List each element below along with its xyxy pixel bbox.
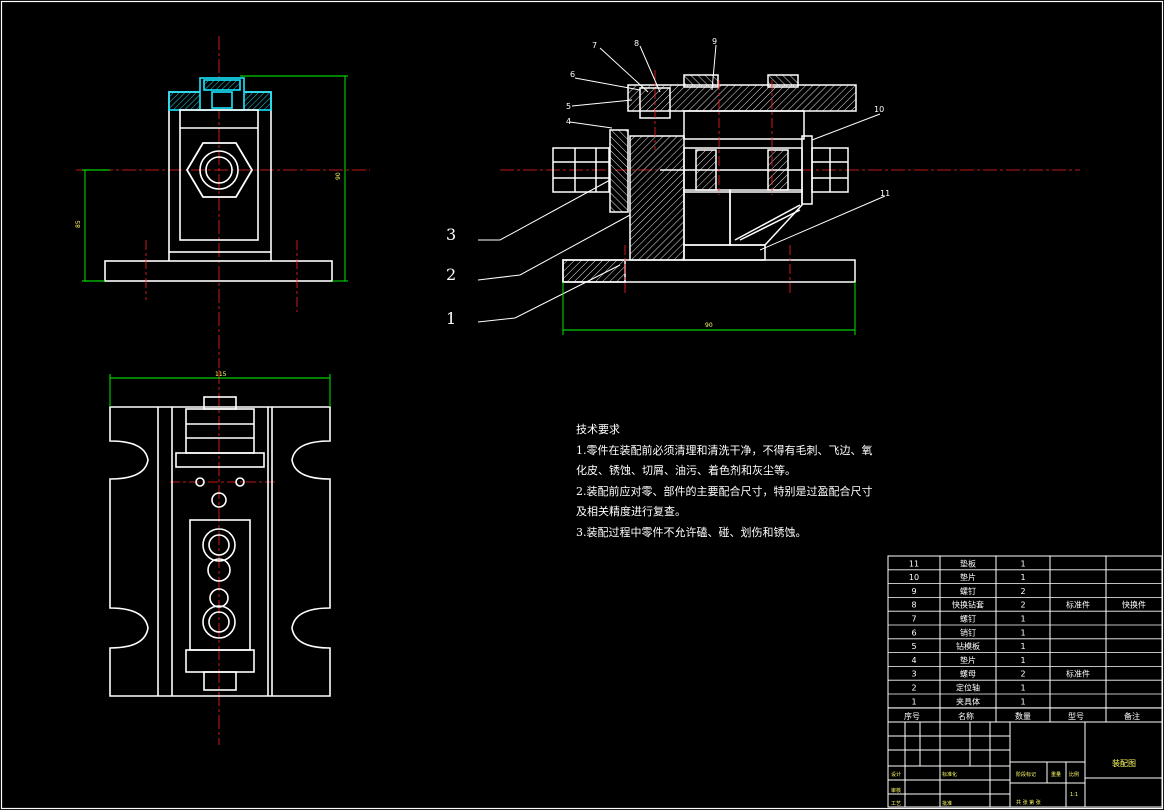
top-view (109, 370, 331, 745)
parts-cell-no: 3 (911, 670, 916, 679)
tech-title: 技术要求 (576, 423, 620, 436)
balloon-6: 6 (570, 70, 575, 79)
tb-review: 审核 (891, 787, 901, 794)
balloon-8: 8 (634, 39, 639, 48)
tb-standard: 标准化 (942, 771, 957, 778)
parts-cell-qty: 2 (1020, 587, 1025, 596)
parts-cell-material: 标准件 (1066, 669, 1090, 679)
tb-process: 工艺 (891, 801, 901, 807)
tb-sheet: 共 张 第 张 (1016, 799, 1041, 806)
parts-cell-qty: 1 (1020, 697, 1025, 706)
parts-cell-name: 快换钻套 (952, 600, 984, 610)
parts-cell-qty: 2 (1020, 670, 1025, 679)
dim-top-width: 115 (215, 371, 227, 378)
balloon-7: 7 (592, 41, 597, 50)
parts-list-header: 序号 名称 数量 型号 备注 (904, 711, 1140, 721)
parts-cell-no: 9 (911, 587, 916, 596)
balloon-10: 10 (874, 105, 884, 114)
tech-line-5: 3.装配过程中零件不允许磕、碰、划伤和锈蚀。 (576, 525, 807, 539)
parts-cell-qty: 1 (1020, 573, 1025, 582)
side-balloons: 7 8 9 6 5 4 10 11 (566, 37, 890, 198)
parts-cell-name: 定位轴 (956, 683, 980, 693)
side-view (477, 44, 1080, 323)
parts-cell-qty: 1 (1020, 684, 1025, 693)
balloon-5: 5 (566, 102, 571, 111)
tech-line-2: 化皮、锈蚀、切屑、油污、着色剂和灰尘等。 (576, 464, 796, 477)
parts-cell-qty: 2 (1020, 601, 1025, 610)
title-block-labels: 设计 标准化 审核 工艺 批准 阶段标记 重量 比例 1:1 共 张 第 张 (891, 771, 1079, 807)
header-qty: 数量 (1015, 711, 1031, 721)
header-note: 备注 (1124, 711, 1140, 721)
balloon-11: 11 (880, 189, 890, 198)
parts-cell-no: 4 (911, 656, 916, 665)
parts-cell-name: 垫板 (960, 558, 976, 568)
leader-1: 1 (446, 309, 456, 328)
leader-3: 3 (446, 225, 456, 244)
parts-cell-name: 螺钉 (960, 614, 976, 624)
parts-cell-qty: 1 (1020, 559, 1025, 568)
front-dimensions (82, 75, 348, 282)
parts-cell-no: 7 (911, 615, 916, 624)
tech-line-4: 及相关精度进行复查。 (576, 505, 686, 518)
side-leaders: 3 2 1 (446, 225, 456, 328)
tb-stage: 阶段标记 (1016, 771, 1036, 778)
drawing-name: 装配图 (1112, 758, 1136, 768)
front-view (76, 36, 370, 368)
dim-side-width: 90 (705, 322, 713, 329)
header-material: 型号 (1068, 712, 1084, 721)
parts-cell-no: 8 (911, 601, 916, 610)
balloon-4: 4 (566, 117, 571, 126)
header-name: 名称 (958, 711, 974, 721)
tb-scale: 比例 (1069, 771, 1079, 778)
parts-cell-note: 快换件 (1122, 600, 1146, 610)
tb-design: 设计 (891, 771, 901, 778)
parts-cell-no: 11 (909, 559, 919, 568)
parts-cell-material: 标准件 (1066, 600, 1090, 610)
dim-front-overall: 90 (335, 172, 342, 180)
top-dimensions (109, 374, 331, 407)
side-dimensions (562, 282, 856, 335)
leader-2: 2 (446, 265, 456, 284)
parts-cell-qty: 1 (1020, 656, 1025, 665)
technical-requirements: 技术要求 1.零件在装配前必须清理和清洗干净，不得有毛刺、飞边、氧 化皮、锈蚀、… (576, 420, 876, 543)
balloon-9: 9 (712, 37, 717, 46)
parts-cell-no: 2 (911, 684, 916, 693)
tech-line-1: 1.零件在装配前必须清理和清洗干净，不得有毛刺、飞边、氧 (576, 443, 873, 457)
parts-cell-name: 销钉 (960, 627, 976, 637)
header-no: 序号 (904, 711, 920, 721)
parts-cell-no: 6 (911, 628, 916, 637)
parts-cell-qty: 1 (1020, 628, 1025, 637)
tb-scale-value: 1:1 (1070, 792, 1078, 798)
parts-cell-name: 夹具体 (956, 696, 980, 706)
tech-line-3: 2.装配前应对零、部件的主要配合尺寸，特别是过盈配合尺寸 (576, 484, 873, 498)
tb-approve: 批准 (942, 800, 952, 807)
parts-cell-name: 垫片 (960, 655, 976, 665)
parts-cell-name: 螺母 (960, 669, 976, 679)
parts-cell-qty: 1 (1020, 642, 1025, 651)
parts-cell-name: 垫片 (960, 572, 976, 582)
parts-cell-no: 1 (911, 697, 916, 706)
dim-front-height: 85 (75, 220, 82, 228)
tb-weight: 重量 (1051, 771, 1061, 778)
parts-cell-no: 10 (909, 573, 919, 582)
parts-cell-no: 5 (911, 642, 916, 651)
parts-cell-qty: 1 (1020, 615, 1025, 624)
parts-cell-name: 螺钉 (960, 586, 976, 596)
parts-cell-name: 钻模板 (956, 641, 980, 651)
